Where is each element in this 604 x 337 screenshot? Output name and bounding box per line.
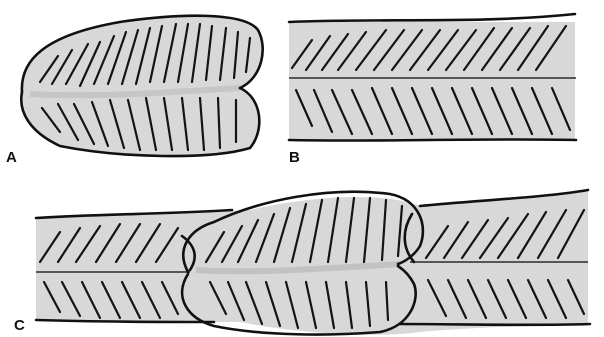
panel-c-label: C — [14, 317, 25, 334]
panel-b: B — [289, 14, 576, 166]
panel-c: C — [14, 190, 590, 335]
panel-b-bottom-edge — [289, 139, 576, 140]
panel-b-top-edge — [289, 14, 575, 22]
panel-b-label: B — [289, 149, 300, 166]
panel-c-right-bottom-edge — [400, 324, 590, 325]
panel-a: A — [6, 16, 263, 166]
panel-a-label: A — [6, 149, 17, 166]
